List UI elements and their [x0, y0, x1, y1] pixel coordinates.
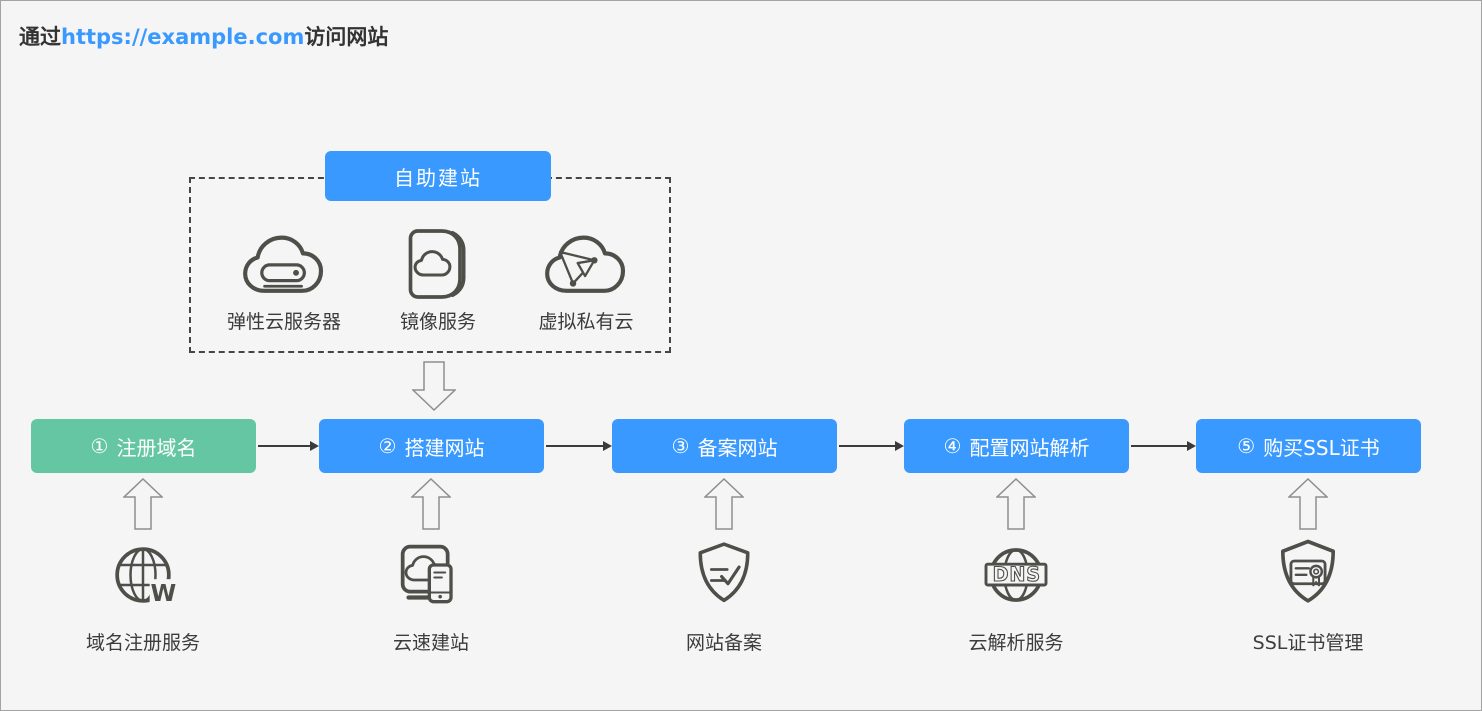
- step-4-configure-dns: ④ 配置网站解析: [904, 419, 1129, 473]
- globe-w-letter: W: [151, 579, 177, 607]
- step-number: ②: [378, 434, 397, 458]
- shield-certificate-icon: [1269, 535, 1347, 615]
- step-number: ①: [90, 434, 109, 458]
- title-prefix: 通过: [19, 25, 61, 49]
- diagram-title: 通过https://example.com访问网站: [19, 21, 388, 51]
- flow-arrow-4: [1131, 441, 1196, 451]
- elastic-cloud-server-icon: [237, 225, 331, 303]
- up-arrow-icon: [996, 478, 1036, 530]
- self-build-group-title: 自助建站: [325, 151, 551, 201]
- service-label: 网站备案: [685, 632, 762, 654]
- image-service-icon: [405, 225, 471, 303]
- group-item-label: 弹性云服务器: [226, 311, 341, 333]
- service-label: SSL证书管理: [1252, 632, 1364, 654]
- group-item-ims: 镜像服务: [358, 225, 518, 334]
- step-3-icp-filing: ③ 备案网站: [612, 419, 837, 473]
- service-website-icp-filing: 网站备案: [624, 535, 824, 655]
- up-arrow-icon: [704, 478, 744, 530]
- globe-domain-icon: W: [103, 535, 183, 615]
- step-label: 注册域名: [116, 435, 197, 460]
- step-label: 配置网站解析: [969, 435, 1090, 460]
- service-label: 域名注册服务: [85, 632, 200, 654]
- group-item-ecs: 弹性云服务器: [204, 225, 364, 334]
- service-domain-registration: W 域名注册服务: [43, 535, 243, 655]
- step-1-register-domain: ① 注册域名: [31, 419, 256, 473]
- down-arrow-icon: [412, 361, 456, 411]
- up-arrow-icon: [411, 478, 451, 530]
- step-5-buy-ssl: ⑤ 购买SSL证书: [1196, 419, 1421, 473]
- dns-letters: DNS: [993, 563, 1041, 586]
- flow-arrow-2: [546, 441, 612, 451]
- step-label: 搭建网站: [404, 435, 485, 460]
- globe-dns-icon: DNS: [976, 535, 1056, 615]
- step-label: 购买SSL证书: [1263, 435, 1380, 460]
- step-label: 备案网站: [697, 435, 778, 460]
- service-label: 云解析服务: [968, 632, 1064, 654]
- service-cloud-dns: DNS 云解析服务: [916, 535, 1116, 655]
- group-item-label: 虚拟私有云: [538, 311, 634, 333]
- title-url: https://example.com: [61, 25, 305, 49]
- devices-cloud-icon: [391, 535, 471, 615]
- shield-check-icon: [686, 535, 762, 615]
- title-suffix: 访问网站: [304, 25, 389, 49]
- flow-arrow-1: [258, 441, 319, 451]
- flow-arrow-3: [839, 441, 904, 451]
- step-number: ③: [671, 434, 690, 458]
- group-item-vpc: 虚拟私有云: [506, 225, 666, 334]
- service-ssl-certificate-manager: SSL证书管理: [1208, 535, 1408, 655]
- group-item-label: 镜像服务: [399, 311, 476, 333]
- up-arrow-icon: [1288, 478, 1328, 530]
- step-number: ⑤: [1237, 434, 1256, 458]
- step-number: ④: [943, 434, 962, 458]
- service-label: 云速建站: [392, 632, 469, 654]
- step-2-build-website: ② 搭建网站: [319, 419, 544, 473]
- service-cloud-site-builder: 云速建站: [331, 535, 531, 655]
- up-arrow-icon: [123, 478, 163, 530]
- virtual-private-cloud-icon: [539, 225, 633, 303]
